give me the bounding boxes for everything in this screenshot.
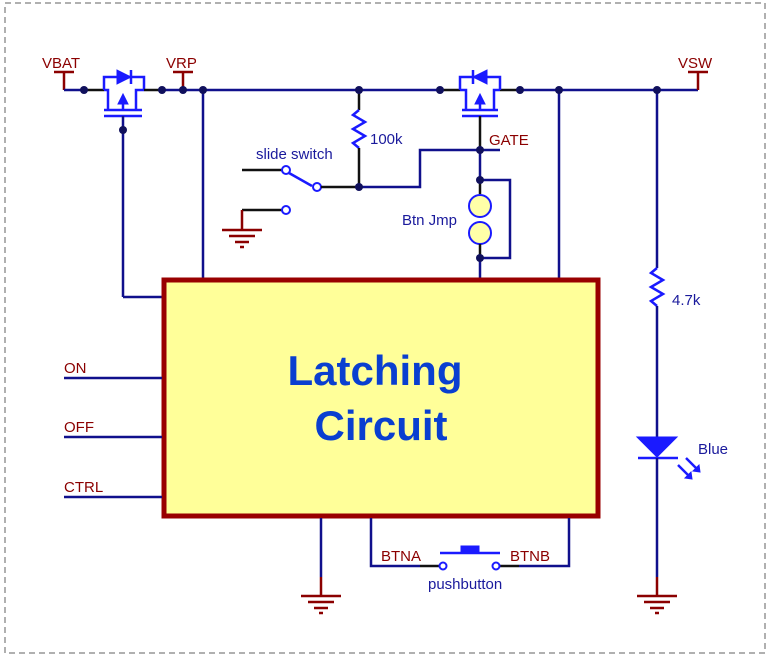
vbat-port-symbol (54, 70, 74, 90)
vsw-port-symbol (688, 70, 708, 90)
wire-jumper-bridge (480, 178, 512, 260)
junction-dot (476, 176, 484, 184)
net-label-btna: BTNA (381, 548, 421, 565)
junction-dot (555, 86, 563, 94)
jumper-label: Btn Jmp (402, 212, 457, 229)
junction-dot (653, 86, 661, 94)
junction-dot (80, 86, 88, 94)
jumper-pad-bottom (468, 221, 492, 245)
junction-dot (355, 183, 363, 191)
junction-dot (158, 86, 166, 94)
net-label-vbat: VBAT (42, 55, 80, 72)
resistor-100k-label: 100k (370, 131, 403, 148)
jumper-pad-top (468, 194, 492, 218)
pushbutton-label: pushbutton (428, 576, 502, 593)
net-label-on: ON (64, 360, 87, 377)
led-label: Blue (698, 441, 728, 458)
ground-led-icon (637, 577, 677, 615)
led-blue-icon (635, 436, 701, 480)
slide-switch-label: slide switch (256, 146, 333, 163)
junction-dot (199, 86, 207, 94)
net-label-btnb: BTNB (510, 548, 550, 565)
slide-switch-icon[interactable] (242, 165, 359, 215)
wire-switch-to-gate (359, 148, 480, 189)
latching-circuit-block (161, 277, 601, 519)
block-title-line1: Latching (288, 347, 463, 394)
wire-btnb (519, 518, 571, 568)
resistor-4-7k-label: 4.7k (672, 292, 701, 309)
junction-dot (179, 86, 187, 94)
mosfet-power-switch-icon (458, 69, 502, 118)
junction-dot (516, 86, 524, 94)
ground-block-icon (301, 577, 341, 615)
mosfet-reverse-protection-icon (102, 69, 146, 118)
resistor-100k-icon (350, 109, 368, 149)
net-label-vrp: VRP (166, 55, 197, 72)
pushbutton-icon[interactable] (438, 545, 501, 571)
wire-btna (369, 518, 420, 568)
junction-dot (476, 254, 484, 262)
net-label-ctrl: CTRL (64, 479, 103, 496)
ground-switch-icon (222, 210, 262, 249)
junction-dot (119, 126, 127, 134)
resistor-4-7k-icon (648, 267, 666, 307)
junction-dot (355, 86, 363, 94)
net-label-vsw: VSW (678, 55, 713, 72)
junction-dot (436, 86, 444, 94)
junction-dots (80, 86, 661, 262)
junction-dot (476, 146, 484, 154)
net-label-gate: GATE (489, 132, 529, 149)
net-label-off: OFF (64, 419, 94, 436)
block-title-line2: Circuit (314, 402, 447, 449)
frame-border (4, 2, 766, 654)
